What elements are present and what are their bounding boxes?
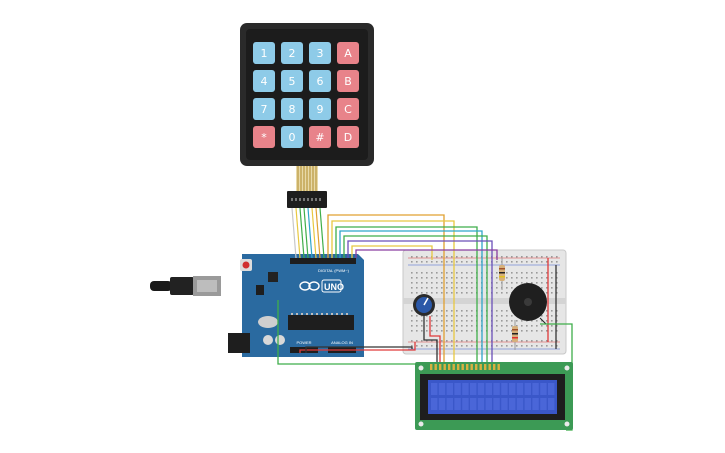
key-8[interactable]: 8 xyxy=(281,98,303,120)
key-label: 9 xyxy=(317,103,324,116)
power-label: POWER xyxy=(296,340,311,345)
capacitor-1 xyxy=(263,335,273,345)
key-1[interactable]: 1 xyxy=(253,42,275,64)
keypad-ribbon-cable xyxy=(287,166,327,208)
piezo-buzzer[interactable] xyxy=(509,283,547,325)
key-label: 6 xyxy=(317,75,324,88)
arduino-to-lcd-wires xyxy=(277,214,573,431)
keypad-keys: 1 2 3 A 4 5 6 B 7 8 9 C * 0 # D xyxy=(253,42,359,148)
icsp-header xyxy=(256,285,264,295)
digital-label: DIGITAL (PWM~) xyxy=(318,268,350,273)
lcd-character-cells xyxy=(431,383,555,410)
key-4[interactable]: 4 xyxy=(253,70,275,92)
usb-chip xyxy=(268,272,278,282)
key-label: 2 xyxy=(289,47,296,60)
arduino-logo: UNO xyxy=(299,279,344,293)
power-jack xyxy=(228,333,250,353)
atmega-chip xyxy=(288,315,354,330)
capacitor-2 xyxy=(275,335,285,345)
key-star[interactable]: * xyxy=(253,126,275,148)
key-label: # xyxy=(315,131,324,144)
key-a[interactable]: A xyxy=(337,42,359,64)
key-label: * xyxy=(261,131,267,144)
key-c[interactable]: C xyxy=(337,98,359,120)
key-label: A xyxy=(344,47,352,60)
crystal xyxy=(258,316,278,328)
analog-label: ANALOG IN xyxy=(331,340,353,345)
key-0[interactable]: 0 xyxy=(281,126,303,148)
key-3[interactable]: 3 xyxy=(309,42,331,64)
key-6[interactable]: 6 xyxy=(309,70,331,92)
resistor-bottom[interactable] xyxy=(512,320,518,350)
key-label: 4 xyxy=(261,75,268,88)
key-label: D xyxy=(344,131,352,144)
key-b[interactable]: B xyxy=(337,70,359,92)
key-9[interactable]: 9 xyxy=(309,98,331,120)
digital-header xyxy=(290,258,356,264)
key-label: 5 xyxy=(289,75,296,88)
keypad-to-arduino-wires xyxy=(291,207,325,259)
lcd-16x2-display[interactable] xyxy=(415,362,573,430)
key-2[interactable]: 2 xyxy=(281,42,303,64)
potentiometer-indicator xyxy=(423,297,429,306)
key-label: 3 xyxy=(317,47,324,60)
key-hash[interactable]: # xyxy=(309,126,331,148)
key-7[interactable]: 7 xyxy=(253,98,275,120)
key-label: 8 xyxy=(289,103,296,116)
buzzer-hole xyxy=(524,298,532,306)
key-label: 0 xyxy=(289,131,296,144)
key-label: 7 xyxy=(261,103,268,116)
potentiometer[interactable] xyxy=(413,294,435,316)
key-5[interactable]: 5 xyxy=(281,70,303,92)
keypad[interactable]: 1 2 3 A 4 5 6 B 7 8 9 C * 0 # D xyxy=(240,23,374,166)
uno-label: UNO xyxy=(324,282,344,292)
key-d[interactable]: D xyxy=(337,126,359,148)
usb-cable xyxy=(150,276,221,296)
arduino-uno-board[interactable]: DIGITAL (PWM~) UNO POWER ANALOG IN xyxy=(150,254,364,357)
breadboard-channel xyxy=(403,298,566,304)
key-label: B xyxy=(344,75,352,88)
key-label: 1 xyxy=(261,47,268,60)
lcd-pin-header xyxy=(430,364,500,370)
key-label: C xyxy=(344,103,352,116)
resistor-top[interactable] xyxy=(499,258,505,290)
